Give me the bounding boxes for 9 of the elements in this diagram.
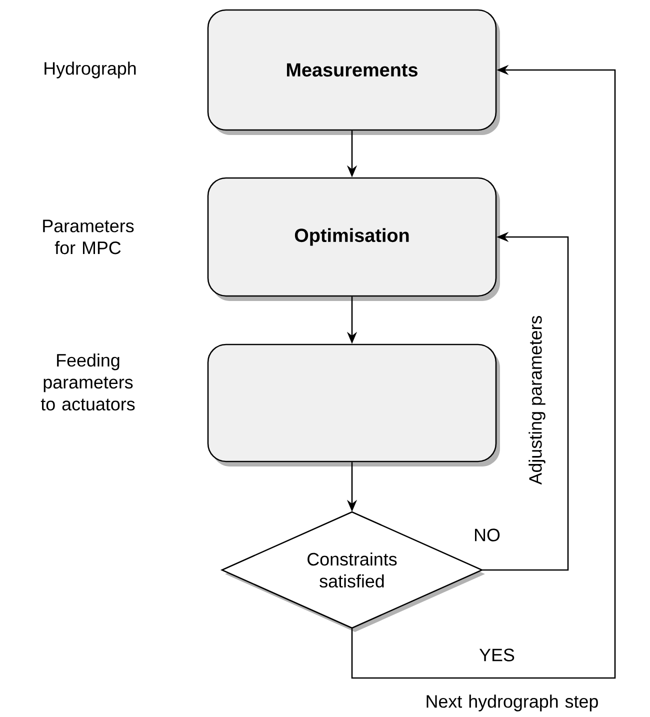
side-label: Feeding parameters to actuators [40, 353, 135, 410]
side-label: Hydrograph [44, 62, 136, 78]
process-box [207, 344, 500, 466]
step-label: Next hydrograph step [426, 694, 598, 712]
edge-label: YES [479, 648, 514, 662]
process-box: Optimisation [207, 177, 500, 301]
process-box: Measurements [207, 9, 500, 135]
edge-label: Adjusting parameters [528, 316, 546, 485]
side-label: Parameters for MPC [43, 220, 134, 254]
